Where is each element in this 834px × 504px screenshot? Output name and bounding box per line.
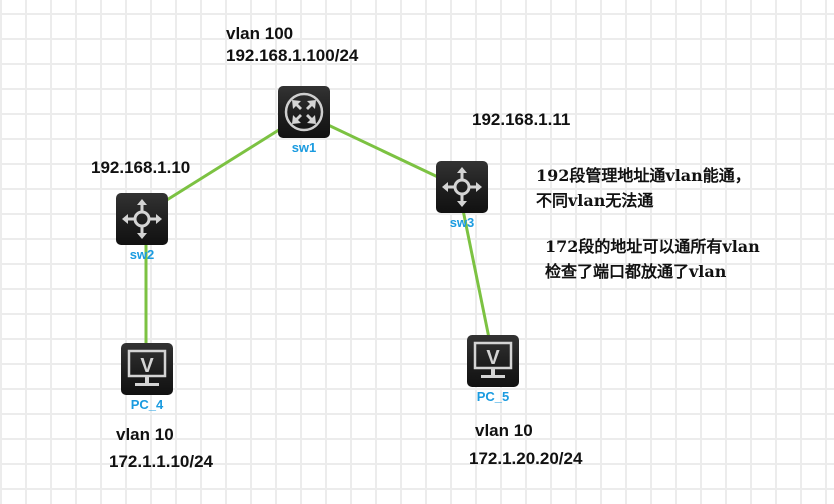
node-sw2[interactable]: sw2 <box>116 193 168 262</box>
svg-text:V: V <box>140 355 154 377</box>
annotation-pc5-vlan[interactable]: vlan 10 <box>475 421 533 440</box>
annotation-sw1-vlan[interactable]: vlan 100 <box>226 24 294 43</box>
pc-monitor-icon: V <box>121 343 173 395</box>
node-label: sw1 <box>291 140 317 155</box>
annotation-pc4-vlan[interactable]: vlan 10 <box>116 425 174 444</box>
switch-icon <box>436 161 488 213</box>
switch-icon <box>116 193 168 245</box>
node-pc4[interactable]: V PC_4 <box>121 343 173 412</box>
node-pc5[interactable]: V PC_5 <box>467 335 519 404</box>
annotation-sw3-ip[interactable]: 192.168.1.11 <box>472 110 571 129</box>
node-sw1[interactable]: sw1 <box>278 86 330 155</box>
link-sw1-sw2[interactable] <box>161 126 283 205</box>
annotation-sw2-ip[interactable]: 192.168.1.10 <box>91 158 191 177</box>
annotation-note2-line1[interactable]: 172段的地址可以通所有vlan <box>545 237 760 256</box>
link-sw3-pc5[interactable] <box>461 209 491 339</box>
link-sw1-sw3[interactable] <box>325 122 441 180</box>
annotation-sw1-ip[interactable]: 192.168.1.100/24 <box>226 46 359 65</box>
pc-monitor-icon: V <box>467 335 519 387</box>
node-label: PC_4 <box>130 397 164 412</box>
svg-text:V: V <box>486 347 500 369</box>
annotation-pc5-ip[interactable]: 172.1.20.20/24 <box>469 449 583 468</box>
annotation-note2-line2[interactable]: 检查了端口都放通了vlan <box>545 262 727 281</box>
annotation-note1-line2[interactable]: 不同vlan无法通 <box>536 191 654 210</box>
node-sw3[interactable]: sw3 <box>436 161 488 230</box>
node-label: sw2 <box>129 247 155 262</box>
node-label: PC_5 <box>476 389 510 404</box>
annotation-note1-line1[interactable]: 192段管理地址通vlan能通， <box>536 166 751 185</box>
router-icon <box>278 86 330 138</box>
annotation-pc4-ip[interactable]: 172.1.1.10/24 <box>109 452 213 471</box>
node-label: sw3 <box>449 215 475 230</box>
